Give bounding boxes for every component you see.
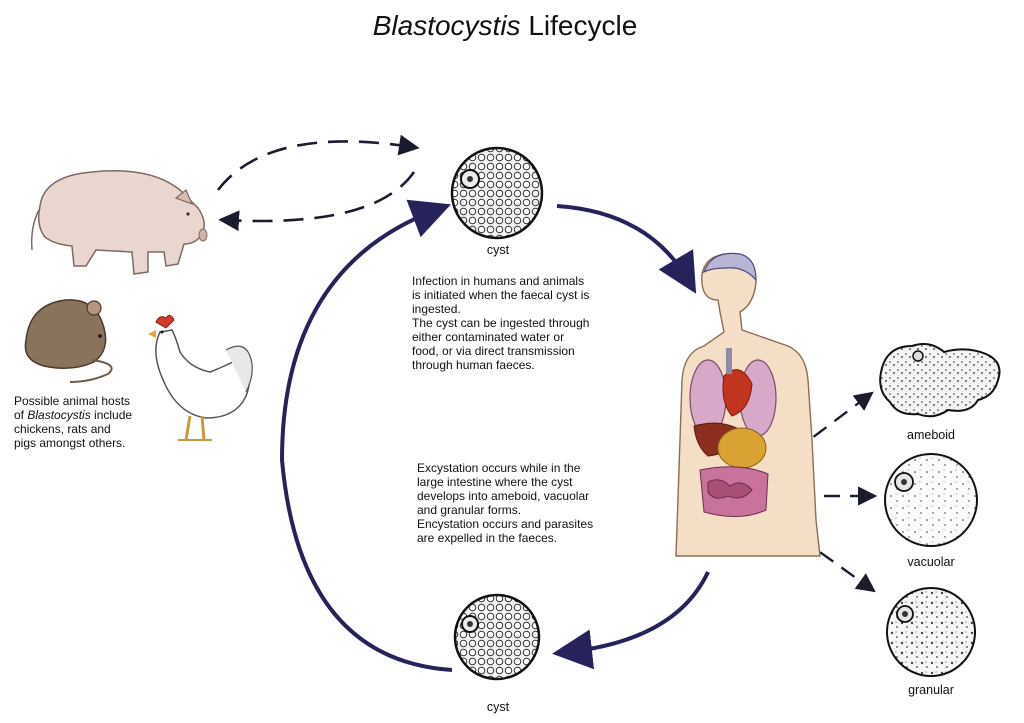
dashed-arrow-to-granular (777, 521, 876, 593)
vacuolar-label: vacuolar (907, 555, 955, 569)
infection-description: Infection in humans and animals is initi… (412, 274, 590, 372)
cyst-icon (450, 146, 544, 240)
dashed-arrow-cyst-to-animal (218, 171, 416, 232)
granular-form-icon (886, 587, 976, 677)
cyst-icon (453, 593, 541, 681)
ameboid-form-icon (879, 343, 1001, 418)
vacuolar-form-icon (884, 453, 978, 547)
hosts-line-2: of Blastocystis include (14, 408, 133, 422)
pig-icon (30, 170, 208, 275)
hosts-line-4: pigs amongst others. (14, 436, 126, 450)
excystation-description: Excystation occurs while in the large in… (417, 461, 594, 545)
hosts-line-1: Possible animal hosts (14, 394, 131, 408)
arrow-cyst-loop-up (279, 199, 453, 672)
arrow-cyst-to-human (556, 204, 697, 294)
ameboid-label: ameboid (907, 428, 955, 442)
dashed-arrow-animal-to-cyst (216, 134, 420, 191)
rat-icon (24, 299, 113, 383)
human-body-icon (675, 252, 821, 557)
granular-label: granular (908, 683, 954, 697)
arrow-human-to-cyst (552, 571, 710, 670)
chicken-icon (148, 314, 253, 441)
animal-hosts-caption: Possible animal hosts of Blastocystis in… (14, 394, 174, 450)
title-rest: Lifecycle (520, 10, 638, 41)
dashed-arrow-to-ameboid (771, 391, 874, 469)
cyst-top-label: cyst (486, 243, 510, 257)
title-italic: Blastocystis (372, 10, 521, 41)
hosts-line-3: chickens, rats and (14, 422, 111, 436)
cyst-bottom-label: cyst (486, 700, 510, 714)
diagram-title: Blastocystis Lifecycle (0, 10, 1010, 42)
